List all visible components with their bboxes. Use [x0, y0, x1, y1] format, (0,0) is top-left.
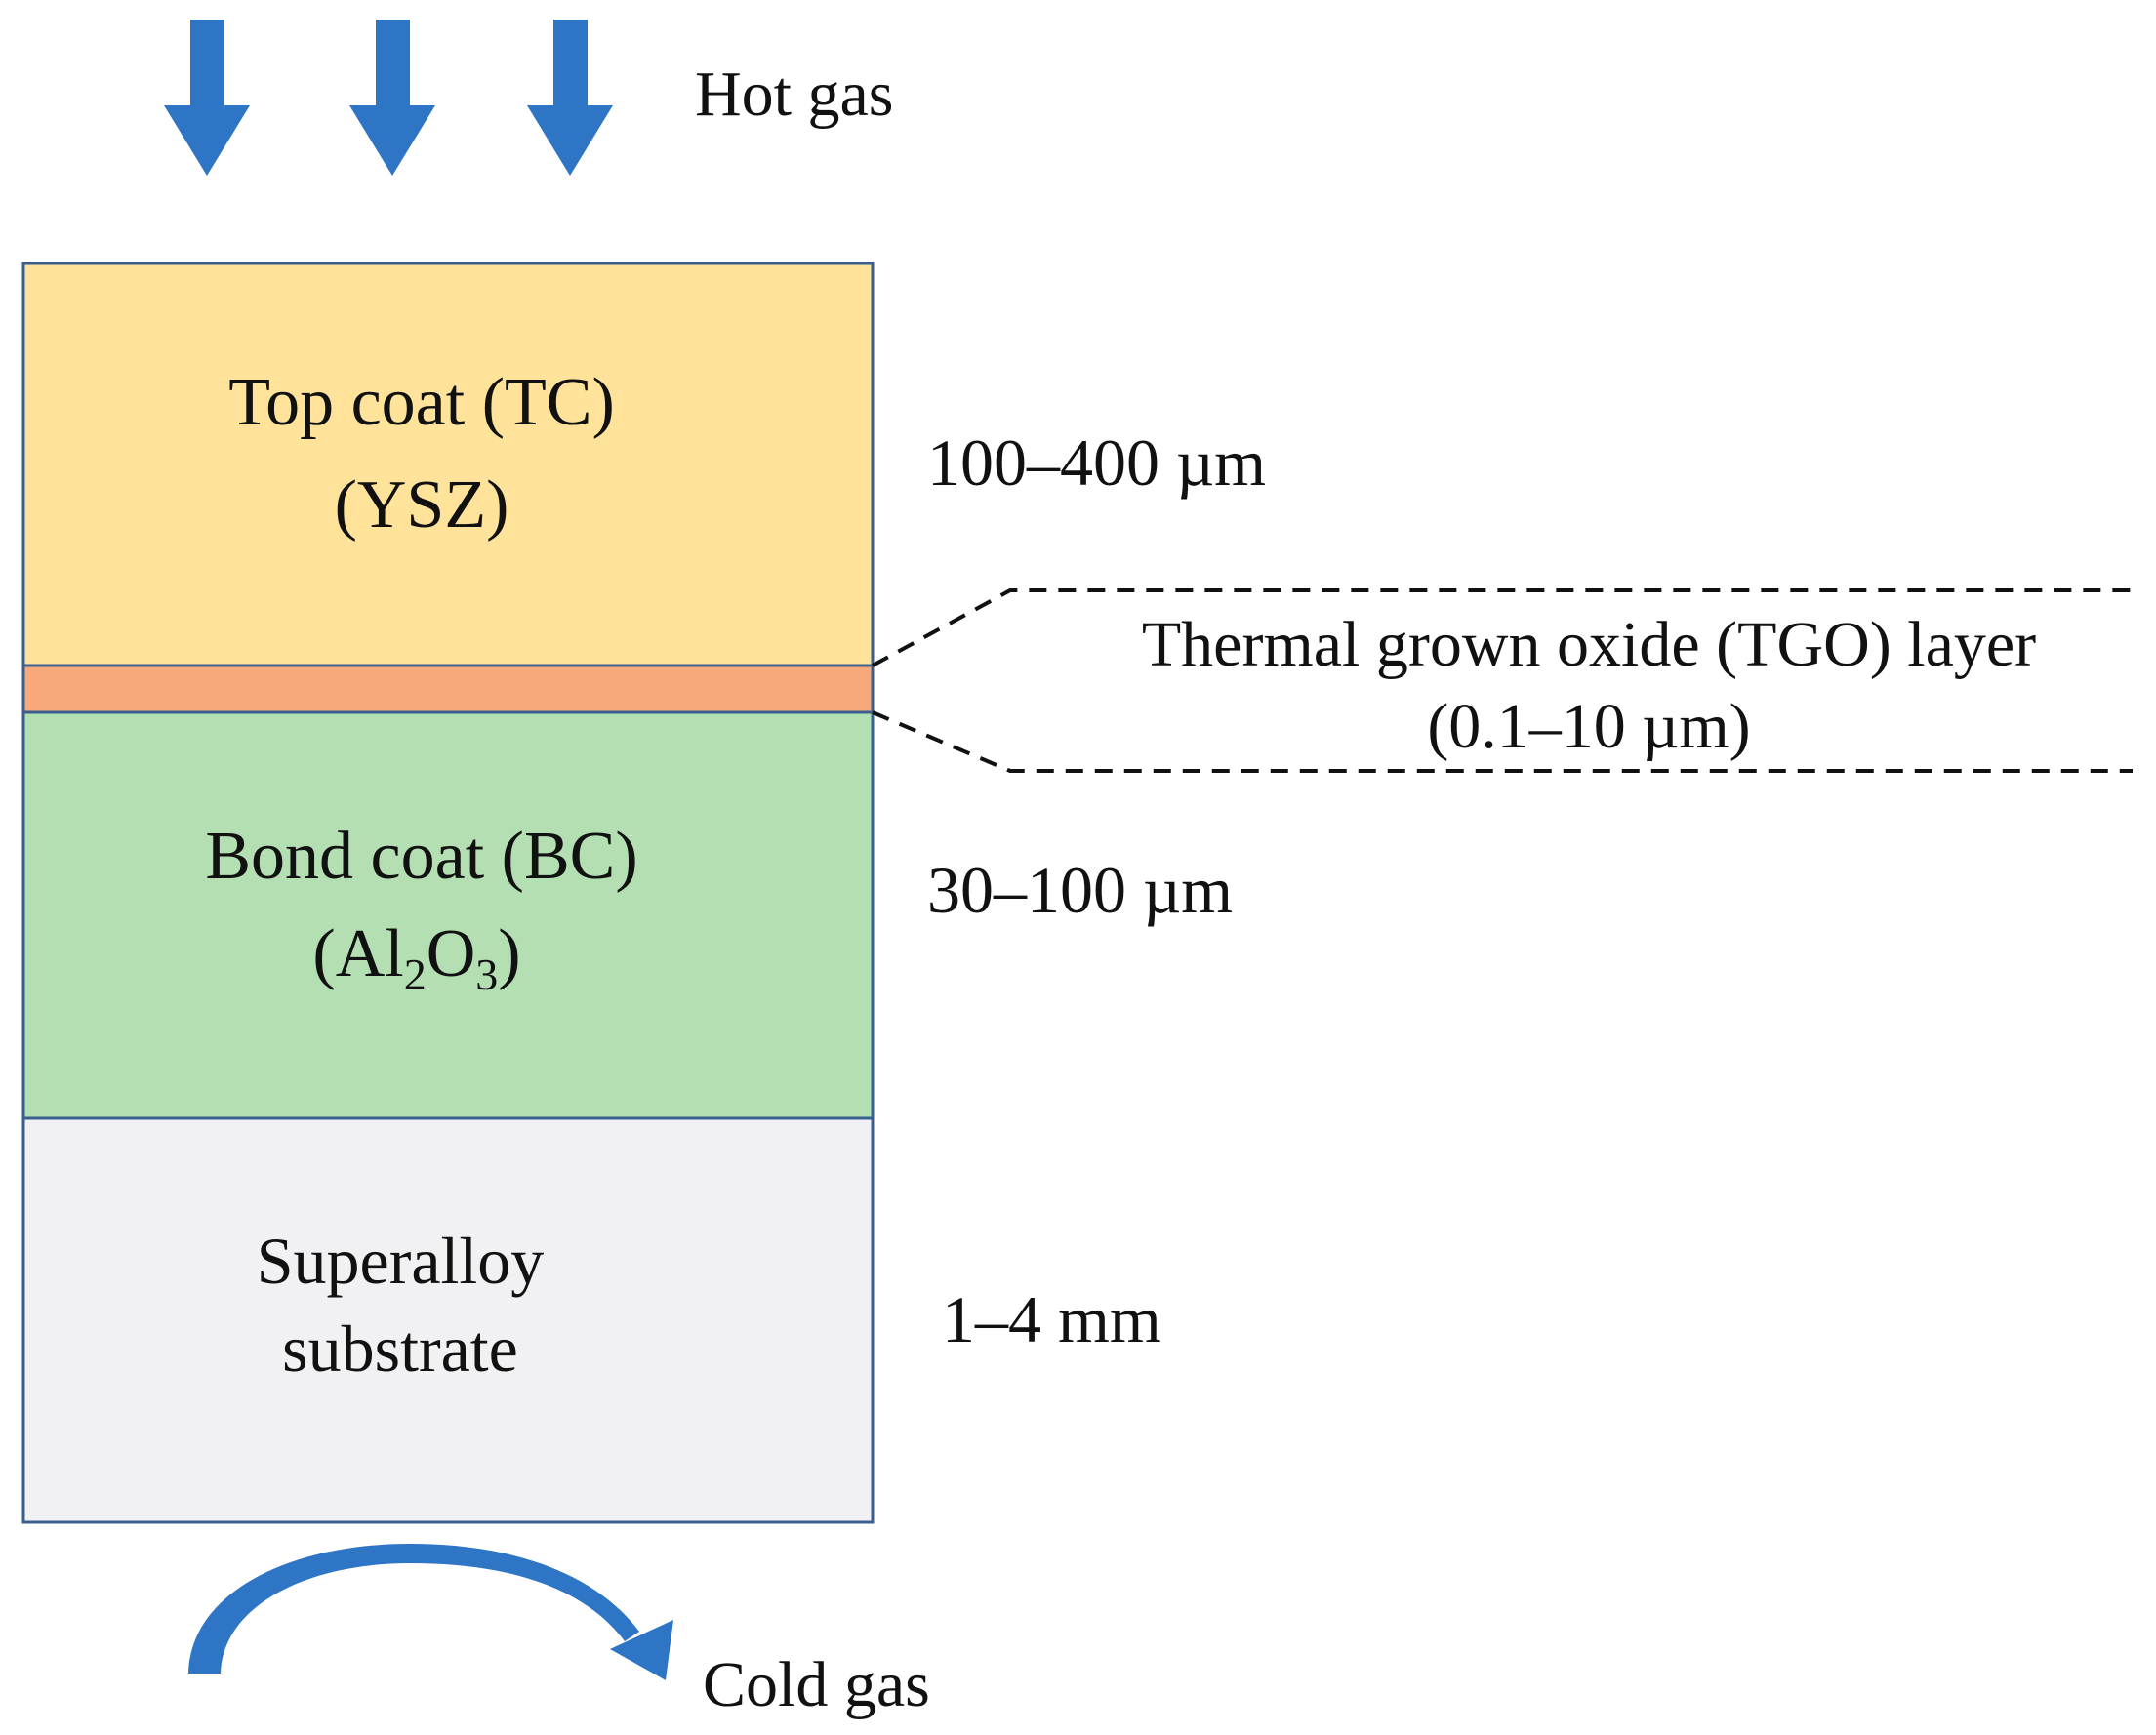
top-coat-thickness: 100–400 µm	[927, 425, 1266, 500]
down-arrow-icon	[349, 20, 435, 176]
tgo-callout	[872, 588, 2133, 773]
layer-stack	[21, 262, 875, 1524]
bond-coat-layer	[21, 710, 875, 1120]
substrate-title: Superalloy	[257, 1224, 545, 1298]
substrate-thickness: 1–4 mm	[942, 1282, 1161, 1356]
down-arrow-icon	[164, 20, 250, 176]
bond-coat-material: (Al2O3)	[312, 916, 520, 999]
hot-gas-arrows	[164, 20, 613, 176]
tgo-thickness: (0.1–10 µm)	[1427, 691, 1750, 762]
curved-arrow-head	[610, 1620, 673, 1680]
substrate-subtitle: substrate	[282, 1311, 518, 1386]
top-coat-title: Top coat (TC)	[228, 365, 615, 440]
bond-coat-title: Bond coat (BC)	[205, 819, 637, 894]
tgo-label: Thermal grown oxide (TGO) layer	[1142, 609, 2036, 680]
cold-gas-arrow	[188, 1544, 673, 1680]
tgo-layer	[21, 664, 875, 714]
bond-coat-thickness: 30–100 µm	[927, 853, 1233, 927]
hot-gas-label: Hot gas	[695, 59, 893, 130]
curved-arrow-icon	[188, 1544, 639, 1674]
tgo-callout-lower-line	[872, 710, 2133, 773]
top-coat-layer	[21, 262, 875, 667]
cold-gas-label: Cold gas	[703, 1649, 930, 1720]
substrate-layer	[21, 1116, 875, 1524]
down-arrow-icon	[527, 20, 613, 176]
tgo-callout-upper-line	[872, 588, 2133, 667]
top-coat-material: (YSZ)	[335, 467, 509, 543]
